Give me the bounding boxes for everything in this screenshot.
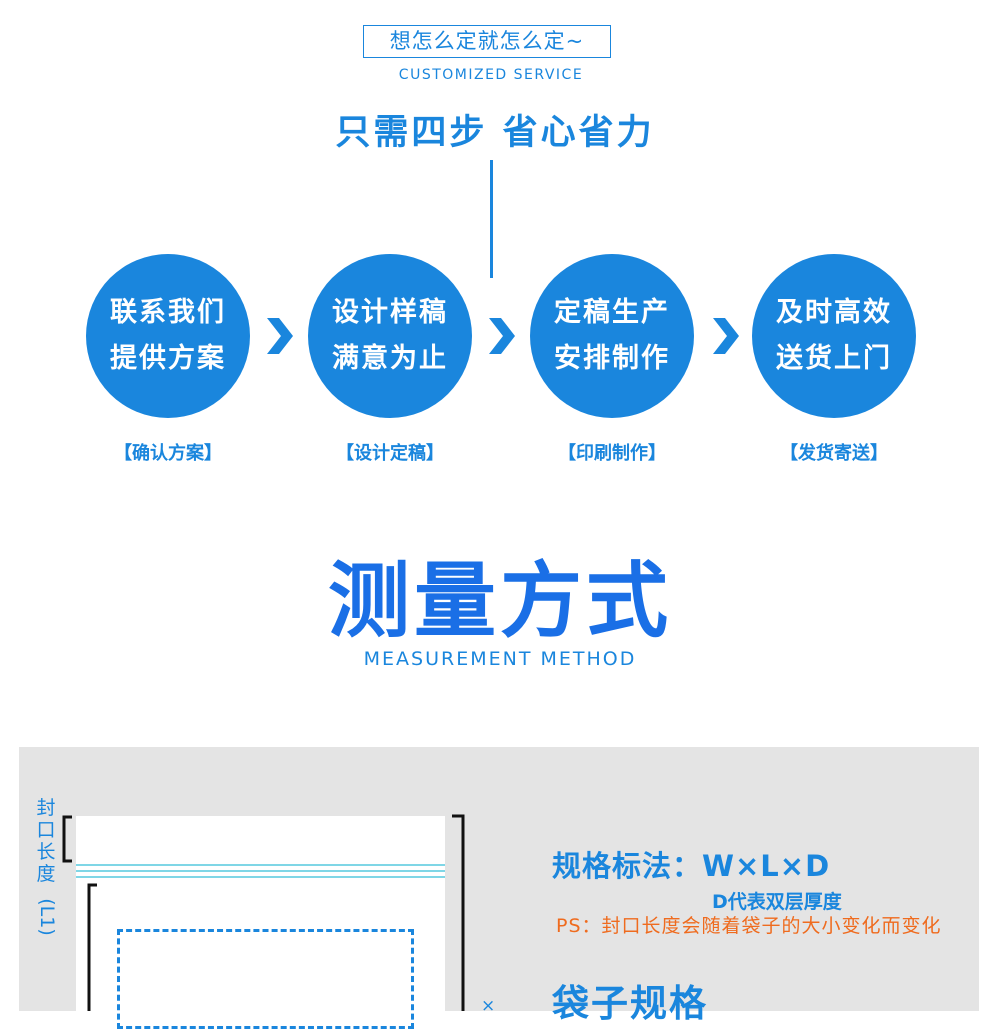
spec-method: 规格标法：W×L×D xyxy=(552,849,831,883)
zip-line xyxy=(76,864,445,866)
step-3-line2: 安排制作 xyxy=(554,343,670,374)
bag-illustration xyxy=(76,816,445,1011)
seal-length-label: 封口长度 xyxy=(36,797,56,885)
step-4-tag: 【发货寄送】 xyxy=(780,443,888,464)
step-3-tag: 【印刷制作】 xyxy=(558,443,666,464)
spec-ps-note: PS：封口长度会随着袋子的大小变化而变化 xyxy=(556,915,942,937)
seal-length-code: (L1) xyxy=(36,898,58,936)
measurement-title: 测量方式 xyxy=(327,554,672,649)
step-4-line2: 送货上门 xyxy=(776,343,892,374)
step-1-tag: 【确认方案】 xyxy=(114,443,222,464)
step-3-circle: 定稿生产 安排制作 xyxy=(530,254,694,418)
connector-line xyxy=(490,160,493,278)
step-1-circle: 联系我们 提供方案 xyxy=(86,254,250,418)
step-1-line2: 提供方案 xyxy=(110,343,226,374)
step-2-tag: 【设计定稿】 xyxy=(336,443,444,464)
step-2-line1: 设计样稿 xyxy=(332,297,448,328)
measurement-subtitle: MEASUREMENT METHOD xyxy=(363,648,637,670)
step-2-circle: 设计样稿 满意为止 xyxy=(308,254,472,418)
bag-spec-title: 袋子规格 xyxy=(552,982,708,1025)
print-area-outline xyxy=(117,929,414,1029)
chevron-right-icon xyxy=(713,318,739,354)
spec-d-note: D代表双层厚度 xyxy=(712,891,842,913)
dimension-mark: × xyxy=(481,996,496,1016)
chevron-right-icon xyxy=(267,318,293,354)
step-2-line2: 满意为止 xyxy=(332,343,448,374)
zip-line xyxy=(76,870,445,872)
headline: 只需四步 省心省力 xyxy=(335,113,655,153)
step-4-line1: 及时高效 xyxy=(776,297,892,328)
slogan-subtitle: CUSTOMIZED SERVICE xyxy=(398,67,584,83)
step-3-line1: 定稿生产 xyxy=(554,297,670,328)
slogan-box: 想怎么定就怎么定~ xyxy=(363,25,611,58)
zip-line xyxy=(76,876,445,878)
step-1-line1: 联系我们 xyxy=(110,297,226,328)
step-4-circle: 及时高效 送货上门 xyxy=(752,254,916,418)
chevron-right-icon xyxy=(489,318,515,354)
